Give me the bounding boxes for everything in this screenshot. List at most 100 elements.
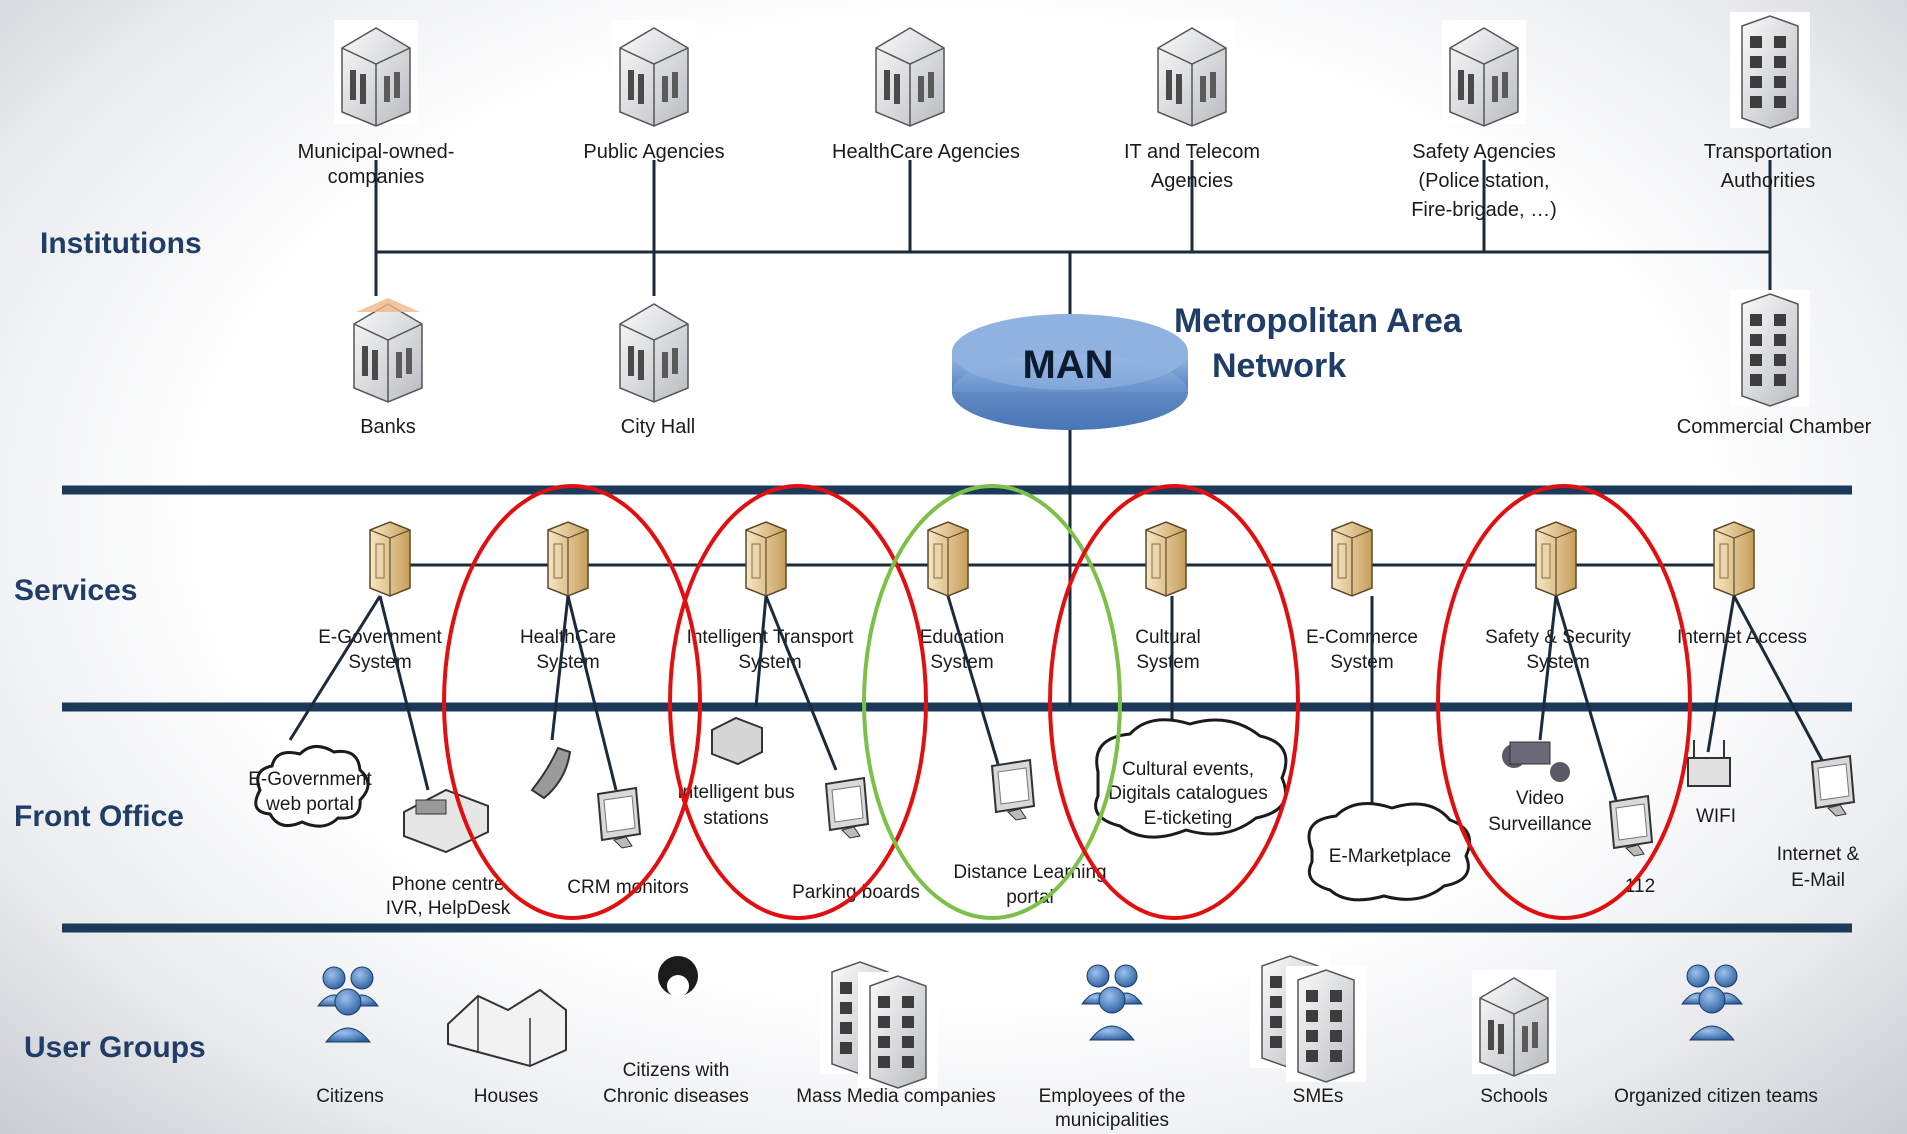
svg-text:Agencies: Agencies xyxy=(1151,170,1233,192)
front-intelligent-bus-stations: Intelligent bus stations xyxy=(677,716,795,829)
front-phone-centre: Phone centre IVR, HelpDesk xyxy=(386,788,511,919)
institution-city-hall: City Hall xyxy=(611,295,697,438)
svg-text:E-Government: E-Government xyxy=(248,769,372,790)
highlight-healthcare xyxy=(442,484,702,920)
svg-text:Commercial Chamber: Commercial Chamber xyxy=(1677,416,1872,438)
front-phone-handset-icon xyxy=(530,746,572,800)
svg-text:Mass Media companies: Mass Media companies xyxy=(796,1086,996,1107)
user-group-employees: Employees of the municipalities xyxy=(1039,964,1186,1131)
svg-text:Municipal-owned-: Municipal-owned- xyxy=(298,141,455,163)
institution-banks: Banks xyxy=(345,295,431,438)
svg-text:E-Marketplace: E-Marketplace xyxy=(1329,846,1452,867)
institution-municipal-owned-companies: Municipal-owned- companies xyxy=(298,19,455,188)
man-label: MAN xyxy=(1022,343,1113,387)
front-wifi: WIFI xyxy=(1687,740,1736,827)
layer-user-groups: User Groups xyxy=(24,1031,206,1064)
svg-text:Transportation: Transportation xyxy=(1704,141,1832,163)
user-group-smes: SMEs xyxy=(1249,951,1367,1107)
highlight-transport xyxy=(668,484,928,920)
layer-services: Services xyxy=(14,574,137,607)
svg-text:Video: Video xyxy=(1516,788,1564,809)
svg-text:SMEs: SMEs xyxy=(1293,1086,1344,1107)
man-title-line1: Metropolitan Area xyxy=(1174,302,1463,340)
svg-text:System: System xyxy=(1330,652,1393,673)
svg-text:Cultural: Cultural xyxy=(1135,627,1200,648)
highlight-education xyxy=(862,484,1122,920)
svg-text:web portal: web portal xyxy=(265,794,354,815)
institution-transportation-authorities: Transportation Authorities xyxy=(1704,11,1832,192)
svg-text:(Police station,: (Police station, xyxy=(1418,170,1549,192)
layer-front-office: Front Office xyxy=(14,800,184,833)
user-group-chronic-diseases: Citizens with Chronic diseases xyxy=(603,956,749,1107)
svg-text:Internet &: Internet & xyxy=(1777,844,1860,865)
user-group-houses: Houses xyxy=(447,988,567,1107)
institution-public-agencies: Public Agencies xyxy=(583,19,725,163)
user-group-citizens: Citizens xyxy=(316,966,384,1107)
svg-text:Safety & Security: Safety & Security xyxy=(1485,627,1631,648)
service-education: Education System xyxy=(920,521,1005,673)
highlight-cultural xyxy=(1048,484,1300,920)
front-crm-monitors: CRM monitors xyxy=(567,787,689,898)
svg-text:System: System xyxy=(348,652,411,673)
front-egov-web-portal: E-Government web portal xyxy=(248,744,372,828)
svg-text:companies: companies xyxy=(328,166,425,188)
svg-text:Employees of the: Employees of the xyxy=(1039,1086,1186,1107)
front-parking-boards: Parking boards xyxy=(792,777,920,903)
service-safety-security: Safety & Security System xyxy=(1485,521,1631,673)
svg-text:Digitals catalogues: Digitals catalogues xyxy=(1108,783,1267,804)
svg-text:Surveillance: Surveillance xyxy=(1488,814,1592,835)
front-video-surveillance: Video Surveillance xyxy=(1488,741,1592,835)
svg-text:HealthCare: HealthCare xyxy=(520,627,616,648)
svg-text:Intelligent bus: Intelligent bus xyxy=(677,782,794,803)
svg-text:Chronic diseases: Chronic diseases xyxy=(603,1086,749,1107)
highlight-ellipses xyxy=(442,484,1692,920)
front-e-marketplace: E-Marketplace xyxy=(1307,802,1471,902)
svg-text:System: System xyxy=(536,652,599,673)
svg-text:IVR, HelpDesk: IVR, HelpDesk xyxy=(386,898,511,919)
svg-text:stations: stations xyxy=(703,808,768,829)
svg-text:Safety Agencies: Safety Agencies xyxy=(1412,141,1555,163)
svg-text:WIFI: WIFI xyxy=(1696,806,1736,827)
svg-text:Public Agencies: Public Agencies xyxy=(583,141,724,163)
svg-text:Fire-brigade, …): Fire-brigade, …) xyxy=(1411,199,1557,221)
svg-text:Citizens with: Citizens with xyxy=(623,1060,730,1081)
svg-text:Citizens: Citizens xyxy=(316,1086,384,1107)
man-title-line2: Network xyxy=(1212,347,1346,385)
svg-text:IT and Telecom: IT and Telecom xyxy=(1124,141,1260,163)
user-group-schools: Schools xyxy=(1471,969,1557,1107)
svg-text:City Hall: City Hall xyxy=(621,416,695,438)
svg-text:E-Commerce: E-Commerce xyxy=(1306,627,1418,648)
institution-healthcare-agencies: HealthCare Agencies xyxy=(832,19,1020,163)
service-internet-access: Internet Access xyxy=(1677,521,1807,648)
svg-text:System: System xyxy=(930,652,993,673)
front-office-wiring xyxy=(288,595,1824,814)
svg-text:E-Mail: E-Mail xyxy=(1791,870,1845,891)
svg-text:Intelligent Transport: Intelligent Transport xyxy=(687,627,855,648)
front-cultural-events: Cultural events, Digitals catalogues E-t… xyxy=(1094,718,1288,839)
svg-text:Schools: Schools xyxy=(1480,1086,1548,1107)
institution-it-telecom-agencies: IT and Telecom Agencies xyxy=(1124,19,1260,192)
service-cultural: Cultural System xyxy=(1135,521,1201,673)
svg-text:Houses: Houses xyxy=(474,1086,538,1107)
man-network-disk: MAN xyxy=(952,314,1188,430)
user-group-mass-media: Mass Media companies xyxy=(796,957,996,1107)
layer-institutions: Institutions xyxy=(40,227,202,260)
institution-safety-agencies: Safety Agencies (Police station, Fire-br… xyxy=(1411,19,1557,221)
user-group-organized-teams: Organized citizen teams xyxy=(1614,964,1818,1107)
service-e-commerce: E-Commerce System xyxy=(1306,521,1418,673)
svg-text:Distance Learning: Distance Learning xyxy=(953,862,1106,883)
highlight-safety xyxy=(1436,484,1692,920)
svg-text:Education: Education xyxy=(920,627,1005,648)
institutions-wiring xyxy=(374,160,1772,707)
svg-text:System: System xyxy=(1526,652,1589,673)
institution-commercial-chamber: Commercial Chamber xyxy=(1677,289,1872,438)
svg-text:Authorities: Authorities xyxy=(1721,170,1816,192)
svg-text:Banks: Banks xyxy=(360,416,416,438)
svg-text:System: System xyxy=(1136,652,1199,673)
service-intelligent-transport: Intelligent Transport System xyxy=(687,521,855,673)
front-internet-email: Internet & E-Mail xyxy=(1777,755,1860,891)
svg-text:Cultural events,: Cultural events, xyxy=(1122,759,1254,780)
svg-text:System: System xyxy=(738,652,801,673)
svg-text:Internet Access: Internet Access xyxy=(1677,627,1807,648)
svg-text:Phone centre: Phone centre xyxy=(391,874,504,895)
